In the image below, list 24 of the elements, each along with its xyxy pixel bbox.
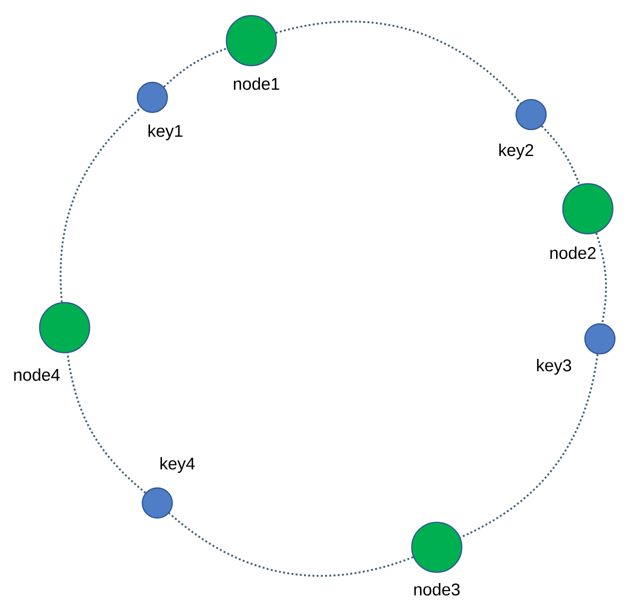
node-circle: [411, 522, 462, 573]
ring-segment: [168, 512, 414, 577]
key-circle: [136, 82, 168, 113]
ring-segment: [163, 48, 228, 88]
key-circle: [516, 98, 547, 130]
node-label: node4: [14, 368, 60, 381]
ring-segment: [460, 354, 598, 538]
node-label: key2: [499, 144, 534, 160]
ring-segment: [595, 232, 607, 324]
node-label: node3: [414, 583, 460, 596]
node-label: key1: [148, 124, 182, 140]
key-circle: [584, 323, 616, 354]
ring-segment: [66, 352, 146, 494]
node-label: node1: [234, 77, 280, 90]
ring-segment: [60, 107, 142, 302]
key-circle: [142, 487, 173, 519]
node-circle: [562, 183, 614, 234]
node-circle: [226, 15, 277, 66]
node-label: key4: [160, 457, 195, 473]
ring-segment: [276, 20, 522, 104]
node-circle: [39, 302, 90, 354]
node-label: key3: [537, 358, 572, 375]
node-label: node2: [550, 246, 596, 259]
ring-segment: [541, 125, 580, 185]
